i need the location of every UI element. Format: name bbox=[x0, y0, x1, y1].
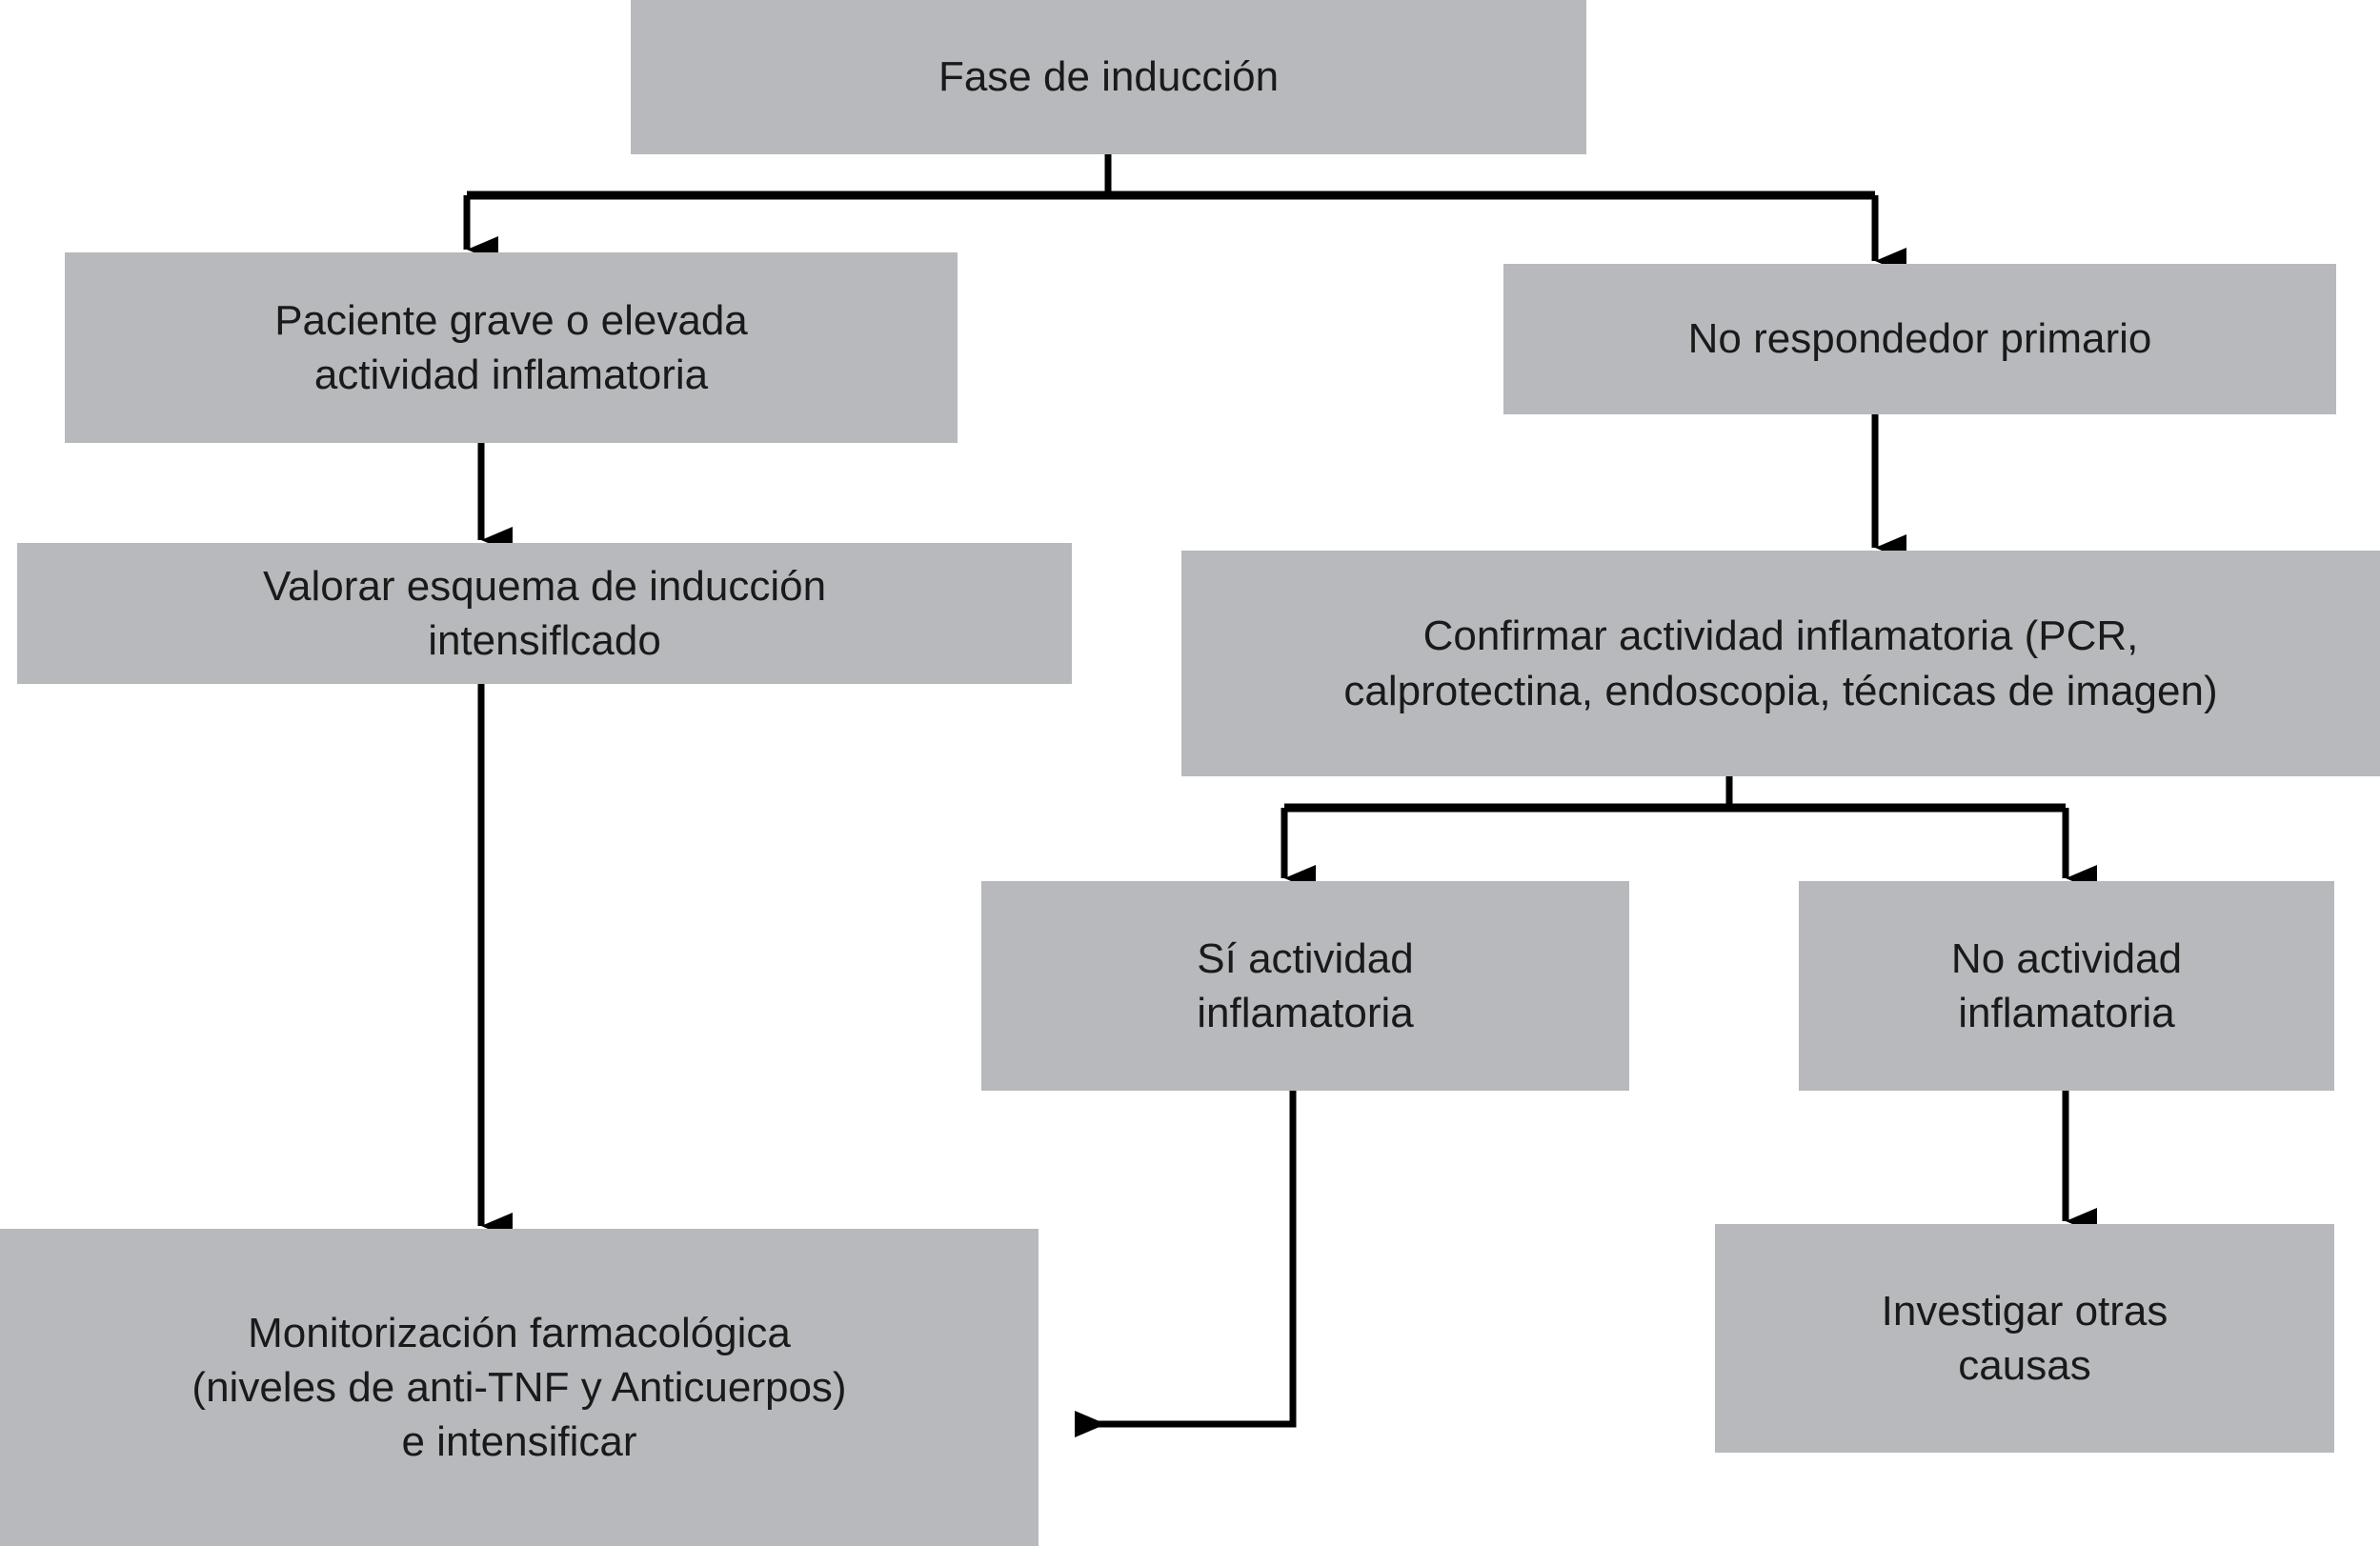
node-fase-induccion-label: Fase de inducción bbox=[938, 53, 1280, 101]
node-monitorizacion-farmacologica-label: Monitorización farmacológica(niveles de … bbox=[192, 1309, 847, 1466]
edge-confirmar-to-children bbox=[1281, 776, 2097, 892]
edge-si-to-monitorizacion bbox=[1075, 1091, 1297, 1437]
node-no-respondedor-primario-label: No respondedor primario bbox=[1687, 315, 2152, 363]
edge-fase-to-children bbox=[463, 154, 1906, 274]
node-confirmar-actividad-inflamatoria-label: Confirmar actividad inflamatoria (PCR,ca… bbox=[1343, 612, 2218, 714]
node-no-respondedor-primario: No respondedor primario bbox=[1503, 264, 2336, 414]
node-confirmar-actividad-inflamatoria: Confirmar actividad inflamatoria (PCR,ca… bbox=[1181, 551, 2380, 776]
node-monitorizacion-farmacologica: Monitorización farmacológica(niveles de … bbox=[0, 1229, 1039, 1546]
node-fase-induccion: Fase de inducción bbox=[631, 0, 1586, 154]
